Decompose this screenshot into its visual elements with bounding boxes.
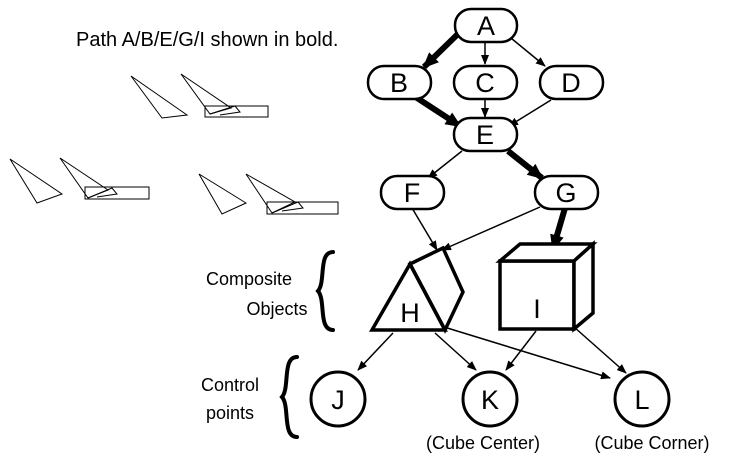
- node-d[interactable]: D: [538, 64, 605, 101]
- node-k-label: K: [481, 385, 499, 415]
- node-a[interactable]: A: [453, 7, 519, 44]
- caption-text: Path A/B/E/G/I shown in bold.: [76, 29, 338, 51]
- node-c[interactable]: C: [452, 64, 519, 101]
- edge-h-k: [434, 332, 477, 371]
- node-h[interactable]: H: [368, 245, 465, 334]
- edge-g-h: [441, 206, 541, 251]
- edge-h-l: [443, 326, 611, 380]
- composite-label-line1: Composite: [206, 269, 292, 289]
- node-j[interactable]: J: [309, 370, 367, 428]
- composite-label-line2: Objects: [246, 299, 307, 319]
- node-d-label: D: [561, 68, 581, 98]
- node-f-label: F: [404, 178, 421, 208]
- node-l-label: L: [634, 385, 649, 415]
- edge-i-k: [505, 330, 537, 371]
- edge-e-g: [506, 148, 544, 181]
- edge-f-h: [411, 207, 438, 251]
- thumbnail-sketches: [9, 73, 339, 215]
- node-b[interactable]: B: [366, 64, 433, 101]
- edge-h-j: [357, 332, 394, 371]
- edge-b-e: [412, 93, 462, 129]
- edge-a-d: [505, 33, 546, 67]
- control-label-line2: points: [206, 403, 254, 423]
- sketch-row-2: [9, 157, 150, 204]
- node-k-sublabel: (Cube Center): [426, 433, 540, 453]
- node-g[interactable]: G: [533, 174, 600, 211]
- node-j-label: J: [331, 385, 345, 415]
- node-e-label: E: [476, 120, 494, 150]
- control-brace-icon: [279, 355, 299, 439]
- edge-i-l: [573, 326, 627, 374]
- node-g-label: G: [555, 178, 576, 208]
- group-composite-objects: Composite Objects: [206, 250, 335, 332]
- node-i-label: I: [533, 294, 541, 324]
- node-k[interactable]: K: [461, 370, 519, 428]
- node-f[interactable]: F: [379, 174, 446, 211]
- node-e[interactable]: E: [452, 116, 519, 153]
- graph-edges: [357, 27, 627, 380]
- node-h-label: H: [400, 298, 420, 328]
- control-label-line1: Control: [201, 375, 259, 395]
- node-b-label: B: [390, 68, 408, 98]
- edge-e-f: [427, 150, 463, 179]
- node-c-label: C: [475, 68, 495, 98]
- sketch-row-1: [130, 73, 269, 119]
- edge-g-i: [550, 207, 568, 251]
- node-a-label: A: [477, 11, 495, 41]
- node-i[interactable]: I: [495, 240, 598, 333]
- group-control-points: Control points: [201, 355, 299, 439]
- node-l-sublabel: (Cube Corner): [594, 433, 709, 453]
- node-l[interactable]: L: [613, 370, 671, 428]
- edge-a-b: [421, 27, 465, 70]
- sketch-row-3: [198, 173, 339, 215]
- composite-brace-icon: [315, 250, 335, 332]
- edge-d-e: [508, 99, 552, 127]
